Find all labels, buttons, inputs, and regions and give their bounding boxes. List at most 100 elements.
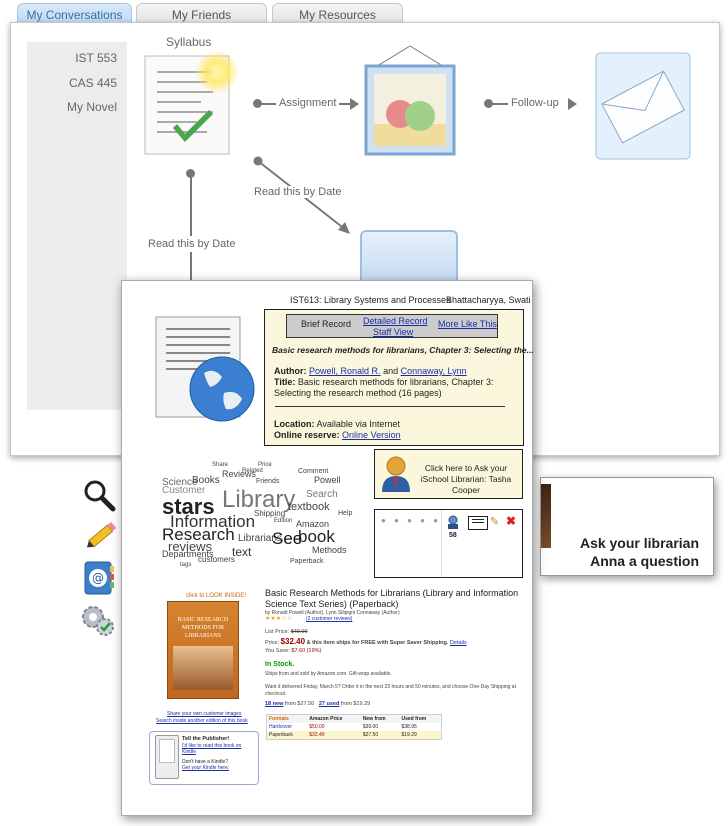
price-cell: $38.95 xyxy=(401,724,417,730)
conversation-item-my-novel[interactable]: My Novel xyxy=(66,100,117,114)
tag-word[interactable]: Price xyxy=(258,462,272,468)
formats-table: Formats Amazon Price New from Used from … xyxy=(266,714,442,740)
divider xyxy=(275,406,505,407)
social-tools: ● ● ● ● ● 58 ✎ ✖ xyxy=(374,509,523,578)
search-inside-link[interactable]: Search inside another edition of this bo… xyxy=(156,718,248,724)
settings-gears-icon[interactable] xyxy=(80,602,116,638)
tag-word[interactable]: customers xyxy=(198,555,235,564)
product-title: Basic Research Methods for Librarians (L… xyxy=(265,588,519,609)
record-details: Brief Record Detailed Record Staff View … xyxy=(264,309,534,446)
tag-word[interactable]: Comment xyxy=(298,468,329,475)
kindle-request-link[interactable]: I'd like to read this book on Kindle xyxy=(182,743,242,755)
stock-status: In Stock. xyxy=(265,661,295,668)
librarian-card-line2: Anna a question xyxy=(590,553,699,569)
tag-word[interactable]: Help xyxy=(338,510,353,517)
author-link-powell[interactable]: Powell, Ronald R. xyxy=(309,366,381,376)
ask-librarian-button[interactable]: Click here to Ask your iSchool Librarian… xyxy=(374,449,523,499)
person-icon xyxy=(380,455,412,493)
look-inside-link[interactable]: click to LOOK INSIDE! xyxy=(186,593,247,599)
tag-word[interactable]: Customer xyxy=(162,485,206,496)
tab-brief-record[interactable]: Brief Record xyxy=(301,319,352,329)
tag-word[interactable]: Reviews xyxy=(222,469,257,479)
tag-word[interactable]: Search xyxy=(306,489,338,500)
read-by-date-label: Read this by Date xyxy=(147,236,237,252)
tag-word[interactable]: reviews xyxy=(168,539,213,554)
tag-word[interactable]: Friends xyxy=(256,478,280,485)
record-online-reserve: Online reserve: Online Version xyxy=(274,430,401,440)
envelope-icon[interactable] xyxy=(594,51,692,161)
tab-detailed-record[interactable]: Detailed Record xyxy=(363,316,428,326)
tag-word[interactable]: See xyxy=(272,529,303,548)
assignment-image-icon[interactable] xyxy=(364,44,456,158)
book-cover[interactable]: BASIC RESEARCH METHODS FOR LIBRARIANS xyxy=(167,601,239,699)
course-title: IST613: Library Systems and Processes xyxy=(290,295,451,305)
tag-word[interactable]: Powell xyxy=(314,475,341,485)
shipping-details-link[interactable]: Details xyxy=(449,640,467,646)
tag-word[interactable]: text xyxy=(232,545,252,559)
tag-word[interactable]: Methods xyxy=(312,545,347,555)
share-person-icon[interactable] xyxy=(445,514,461,530)
tag-word[interactable]: Librarians xyxy=(238,533,282,544)
tab-my-conversations[interactable]: My Conversations xyxy=(17,3,132,26)
ask-librarian-text: Click here to Ask your iSchool Librarian… xyxy=(420,463,512,495)
conversation-list: IST 553 CAS 445 My Novel xyxy=(27,42,127,410)
tag-word[interactable]: Related xyxy=(242,468,263,474)
syllabus-document-icon[interactable] xyxy=(141,50,239,158)
search-icon[interactable] xyxy=(82,478,116,512)
delete-icon[interactable]: ✖ xyxy=(506,514,517,528)
ask-librarian-card[interactable]: Ask your librarian Anna a question xyxy=(540,477,714,576)
tag-word[interactable]: Library xyxy=(222,486,296,513)
tag-word[interactable]: book xyxy=(298,527,335,546)
tag-word[interactable]: Departments xyxy=(162,549,214,559)
kindle-box: Tell the Publisher! I'd like to read thi… xyxy=(149,731,259,785)
tab-my-friends[interactable]: My Friends xyxy=(136,3,267,26)
price-cell: $39.00 xyxy=(362,724,379,730)
tag-word[interactable]: Books xyxy=(192,475,220,486)
kindle-icon xyxy=(155,735,179,779)
reading-book-icon[interactable] xyxy=(360,230,458,284)
customer-reviews-link[interactable]: (2 customer reviews) xyxy=(306,616,353,622)
formats-header: Used from xyxy=(401,716,427,722)
tag-cloud: stars Library Information Research revie… xyxy=(162,458,354,570)
svg-text:@: @ xyxy=(92,571,104,585)
conversation-item-cas445[interactable]: CAS 445 xyxy=(68,76,117,90)
tab-my-resources[interactable]: My Resources xyxy=(272,3,403,26)
online-version-link[interactable]: Online Version xyxy=(342,430,401,440)
kindle-question: Don't have a Kindle? xyxy=(182,759,228,765)
share-images-link[interactable]: Share your own customer images xyxy=(167,711,242,717)
tab-staff-view[interactable]: Staff View xyxy=(373,327,414,337)
table-row[interactable]: Paperback $32.40 $27.50 $19.29 xyxy=(267,731,441,739)
new-offers-link[interactable]: 18 new xyxy=(265,701,284,707)
star-rating[interactable]: ★★★☆☆ xyxy=(265,616,292,622)
tag-word[interactable]: Research xyxy=(162,525,235,544)
note-icon[interactable] xyxy=(468,516,488,530)
tag-word[interactable]: textbook xyxy=(288,501,330,513)
author-link-connaway[interactable]: Connaway, Lynn xyxy=(400,366,467,376)
conversation-item-ist553[interactable]: IST 553 xyxy=(75,51,117,65)
tag-word[interactable]: Information xyxy=(170,512,256,531)
tag-word[interactable]: Amazon xyxy=(296,519,330,529)
get-kindle-link[interactable]: Get your Kindle here. xyxy=(182,765,230,771)
tag-word[interactable]: Paperback xyxy=(290,558,324,565)
tag-word[interactable]: Share xyxy=(212,462,229,468)
student-name: Bhattacharyya, Swati xyxy=(446,295,531,305)
tag-word[interactable]: Shipping xyxy=(254,509,286,518)
tag-word[interactable]: Science xyxy=(162,477,198,488)
price-cell: $32.40 xyxy=(309,732,325,738)
connector-dot xyxy=(484,99,493,108)
offers: 18 new from $27.50 27 used from $19.29 xyxy=(265,701,371,707)
address-book-icon[interactable]: @ xyxy=(82,560,116,596)
connector-dot xyxy=(253,99,262,108)
tag-word[interactable]: tags xyxy=(180,562,192,568)
pencil-icon[interactable] xyxy=(86,517,120,551)
price-cell: $27.50 xyxy=(362,732,379,738)
edit-pencil-icon[interactable]: ✎ xyxy=(490,516,500,528)
book-cover-title: BASIC RESEARCH METHODS FOR LIBRARIANS xyxy=(177,617,229,639)
used-offers-link[interactable]: 27 used xyxy=(318,701,340,707)
tab-more-like-this[interactable]: More Like This xyxy=(438,319,497,329)
table-row[interactable]: Hardcover $50.00 $39.00 $38.95 xyxy=(267,723,441,731)
tag-word[interactable]: stars xyxy=(162,494,215,519)
tag-word[interactable]: Edition xyxy=(274,518,293,524)
formats-header: Formats xyxy=(269,716,289,722)
rating-dots[interactable]: ● ● ● ● ● xyxy=(381,516,442,525)
